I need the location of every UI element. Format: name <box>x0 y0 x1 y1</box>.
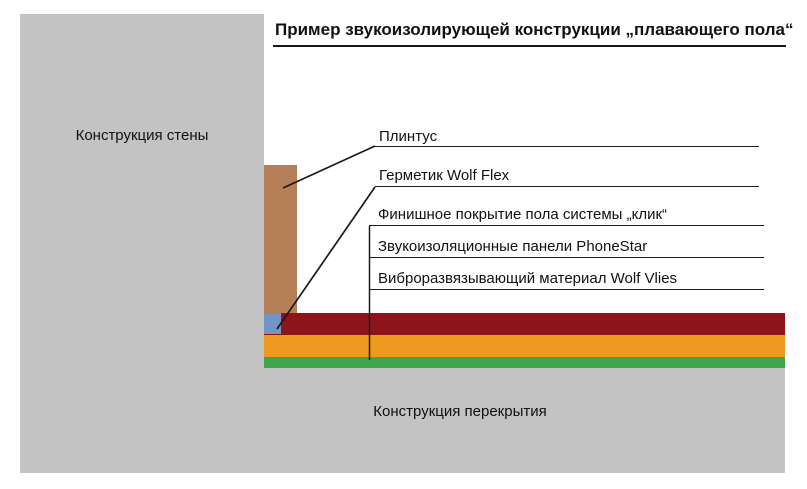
finish-floor-layer <box>264 313 785 335</box>
callout-phonestar-panels: Звукоизоляционные панели PhoneStar <box>369 237 764 258</box>
callout-wolf-vlies: Виброразвязывающий материал Wolf Vlies <box>369 269 764 290</box>
diagram-title: Пример звукоизолирующей конструкции „пла… <box>273 17 793 47</box>
floor-slab-structure <box>20 368 785 473</box>
callout-finish-floor: Финишное покрытие пола системы „клик“ <box>369 205 764 226</box>
callout-skirting-board: Плинтус <box>375 127 759 147</box>
floor-slab-label: Конструкция перекрытия <box>373 403 547 420</box>
wolf-vlies-layer <box>264 357 785 368</box>
phonestar-panel-layer <box>264 335 785 357</box>
callout-wolf-flex-sealant: Герметик Wolf Flex <box>375 166 759 187</box>
skirting-board <box>264 165 297 313</box>
wall-structure-label: Конструкция стены <box>75 127 209 144</box>
wolf-flex-sealant <box>264 313 281 334</box>
